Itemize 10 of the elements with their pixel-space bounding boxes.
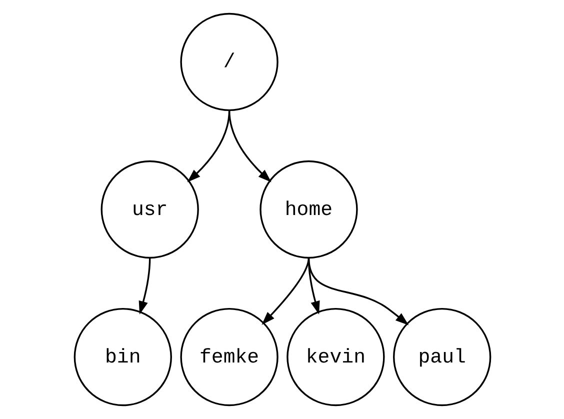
arrow (307, 258, 408, 326)
node-circle: / (180, 12, 278, 112)
node-circle: usr (100, 160, 198, 259)
arrow (228, 110, 271, 182)
node-circle: kevin (286, 308, 384, 406)
node-circle: femke (180, 308, 278, 406)
arrow (261, 258, 310, 325)
node-circle: bin (73, 308, 172, 406)
node-circle: home (259, 160, 358, 259)
arrow (138, 258, 150, 314)
